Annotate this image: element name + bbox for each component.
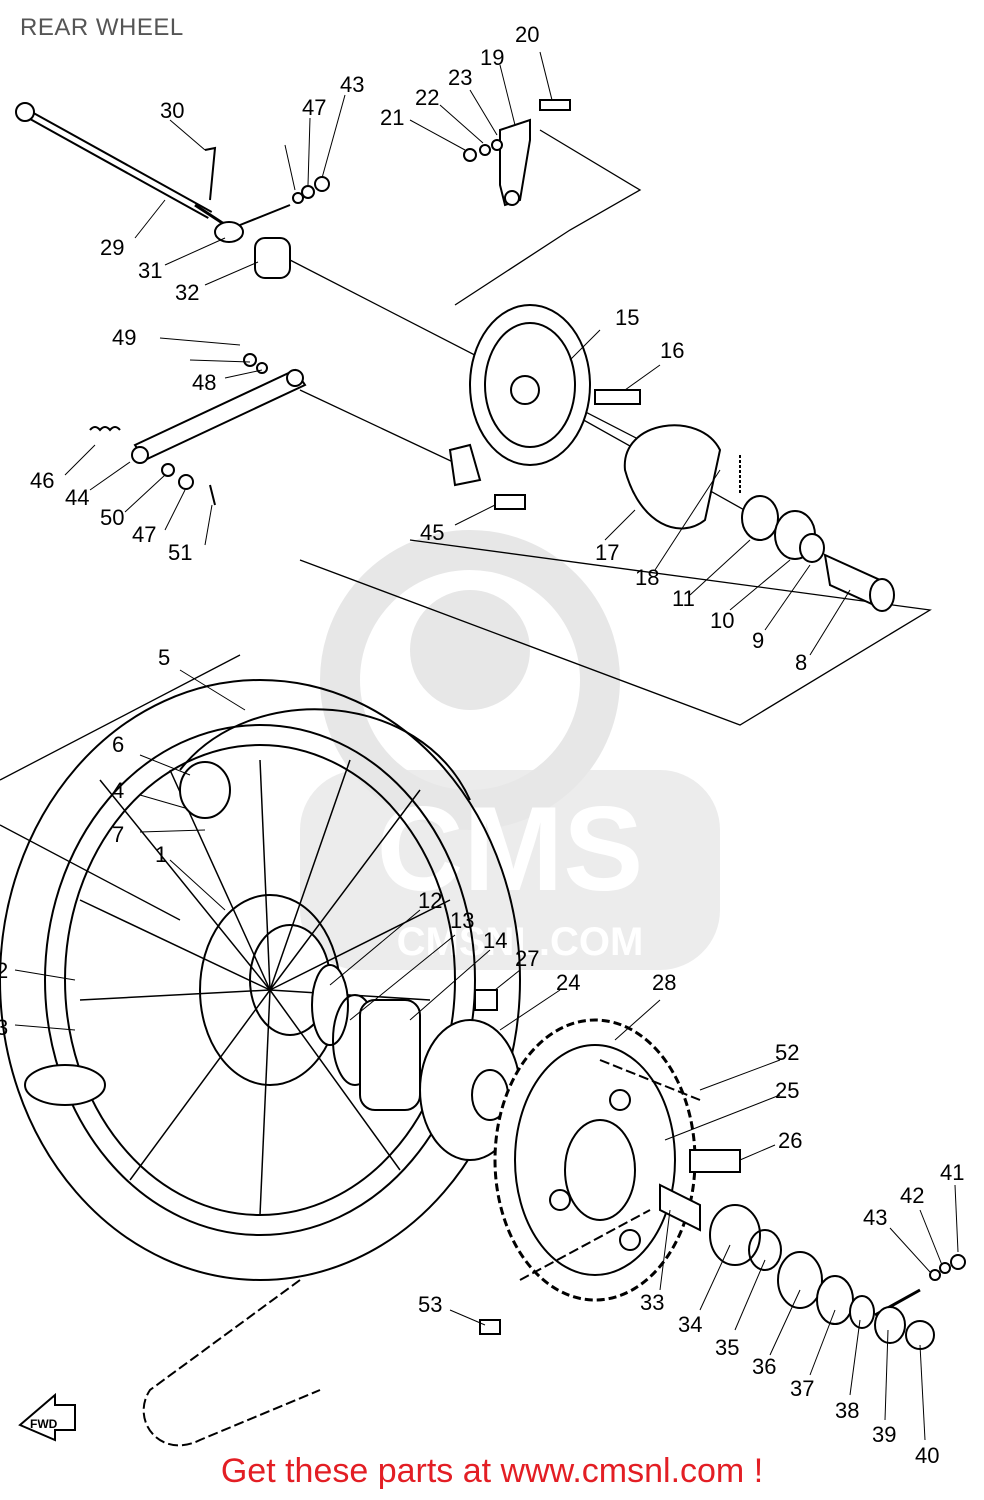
callout-14: 14 [483,928,507,953]
callout-21: 21 [380,105,404,130]
callout-1: 1 [155,842,167,867]
callout-34: 34 [678,1312,702,1337]
callout-45: 45 [420,520,444,545]
callout-31: 31 [138,258,162,283]
callout-44: 44 [65,485,89,510]
callout-36: 36 [752,1354,776,1379]
brake-cam-lever [463,99,571,207]
page-title: REAR WHEEL [20,14,184,41]
callout-4: 4 [112,778,124,803]
callout-28: 28 [652,970,676,995]
callout-17: 17 [595,540,619,565]
callout-26: 26 [778,1128,802,1153]
callout-12: 12 [418,888,442,913]
callout-18: 18 [635,565,659,590]
callout-15: 15 [615,305,639,330]
callout-41: 41 [940,1160,964,1185]
callout-6: 6 [112,732,124,757]
callout-53: 53 [418,1292,442,1317]
callout-48: 48 [192,370,216,395]
callout-5: 5 [158,645,170,670]
hub-bearings-spacer [741,495,895,612]
callout-9: 9 [752,628,764,653]
callout-32: 32 [175,280,199,305]
callout-43: 43 [863,1205,887,1230]
callout-8: 8 [795,650,807,675]
callout-labels: 30 29 31 32 47 43 21 22 23 19 20 15 16 4… [0,22,964,1468]
callout-30: 30 [160,98,184,123]
callout-29: 29 [100,235,124,260]
callout-leaders [14,51,959,1441]
callout-47: 47 [132,522,156,547]
callout-2: 2 [0,958,8,983]
brake-shoe [623,424,741,530]
callout-50: 50 [100,505,124,530]
callout-3: 3 [0,1015,8,1040]
watermark-logo: CMS CMSNL.COM [300,530,720,970]
callout-42a: 47 [302,95,326,120]
axle-assembly [15,102,330,279]
callout-16: 16 [660,338,684,363]
callout-51: 51 [168,540,192,565]
callout-46: 46 [30,468,54,493]
callout-41a: 43 [340,72,364,97]
callout-42: 42 [900,1183,924,1208]
callout-37: 37 [790,1376,814,1401]
callout-23: 23 [448,65,472,90]
footer-link-text[interactable]: Get these parts at www.cmsnl.com ! [220,1452,764,1490]
callout-35: 35 [715,1335,739,1360]
sprocket-axle-hardware [659,1149,966,1350]
callout-38: 38 [835,1398,859,1423]
callout-49: 49 [112,325,136,350]
callout-19: 19 [480,45,504,70]
rear-wheel [0,679,521,1281]
fwd-label: FWD [30,1417,58,1431]
callout-10: 10 [710,608,734,633]
rear-sprocket [493,1018,697,1302]
drive-chain [142,1059,701,1447]
callout-52: 52 [775,1040,799,1065]
callout-33: 33 [640,1290,664,1315]
callout-22: 22 [415,85,439,110]
brake-plate [448,304,641,510]
callout-13: 13 [450,908,474,933]
callout-20: 20 [515,22,539,47]
callout-39: 39 [872,1422,896,1447]
callout-11: 11 [672,586,695,611]
clutch-hub [311,964,521,1161]
callout-25: 25 [775,1078,799,1103]
forward-arrow-icon: FWD [18,1392,76,1442]
callout-27: 27 [515,946,539,971]
callout-24: 24 [556,970,580,995]
callout-40: 40 [915,1443,939,1468]
callout-7: 7 [112,822,124,847]
